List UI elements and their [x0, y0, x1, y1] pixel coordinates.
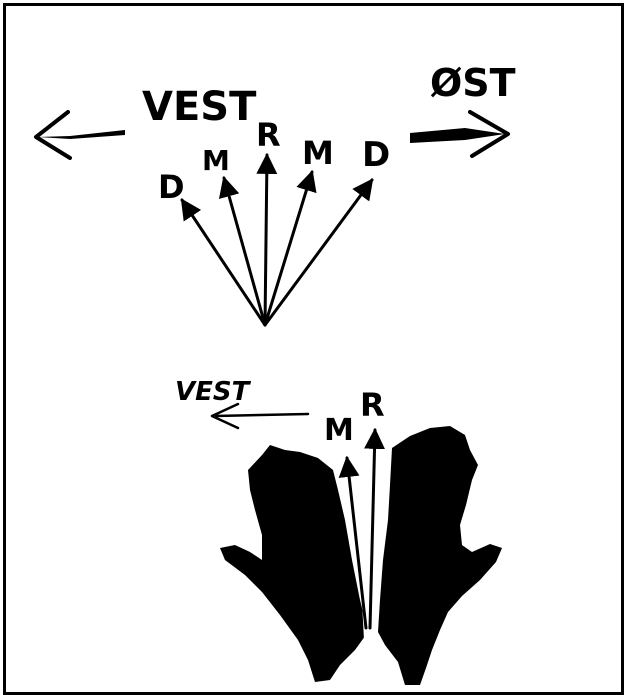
east-arrow-icon	[410, 110, 510, 158]
hand-label-r: R	[360, 386, 385, 424]
fan-arrow-m-left	[218, 175, 267, 327]
fan-arrow-r	[256, 152, 278, 327]
direction-fan	[180, 152, 374, 327]
west-arrow-icon	[34, 110, 125, 160]
fan-arrow-d-right	[263, 178, 374, 327]
fan-label-r: R	[256, 116, 281, 154]
top-west-label: VEST	[142, 84, 257, 130]
fan-label-d-right: D	[362, 135, 390, 175]
fan-label-m-left: M	[202, 144, 230, 177]
hand-label-m: M	[324, 413, 354, 448]
bottom-west-label: VEST	[175, 377, 252, 407]
fan-arrow-m-right	[263, 169, 317, 327]
fan-label-m-right: M	[302, 134, 334, 172]
hand-arrow-r	[364, 427, 386, 630]
fan-arrow-d-left	[180, 198, 267, 327]
bottom-west-arrow-icon	[210, 402, 310, 430]
top-east-label: ØST	[430, 61, 516, 105]
hand-arrow-m	[338, 455, 368, 630]
hands-silhouette-icon	[220, 426, 502, 685]
fan-label-d-left: D	[158, 168, 185, 206]
